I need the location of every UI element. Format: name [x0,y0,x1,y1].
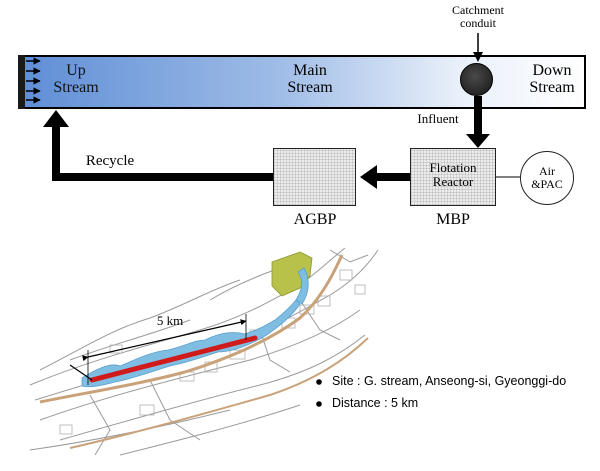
air-pac-label: Air &PAC [531,164,563,191]
distance-info: Distance : 5 km [332,396,419,410]
air-pac-circle: Air &PAC [520,151,574,205]
downstream-label: Down Stream [529,62,575,96]
agbp-label: AGBP [293,211,337,228]
inflow-arrows [26,57,41,104]
distance-measure [69,314,247,385]
flotation-reactor-box: Flotation Reactor [410,148,496,206]
mbp-to-agbp-arrow [360,165,410,189]
info-bullet-1 [316,379,322,385]
distance-annotation: 5 km [156,313,184,328]
river-upper [295,267,309,305]
recycle-label: Recycle [85,153,135,169]
catchment-arrow [473,33,483,62]
upstream-label: Up Stream [53,62,99,96]
catchment-outfall [460,63,493,96]
agbp-box [273,148,356,206]
inlet-bar [18,55,25,109]
influent-label: Influent [417,111,459,126]
influent-arrow [466,96,490,148]
site-info: Site : G. stream, Anseong-si, Gyeonggi-d… [332,374,567,388]
mainstream-label: Main Stream [287,62,333,96]
road-south [69,337,369,449]
recycle-arrow [43,110,273,181]
flotation-label: Flotation Reactor [429,160,477,189]
info-bullet-2 [316,401,322,407]
catchment-label: Catchment conduit [452,3,504,30]
mbp-label: MBP [436,211,470,228]
